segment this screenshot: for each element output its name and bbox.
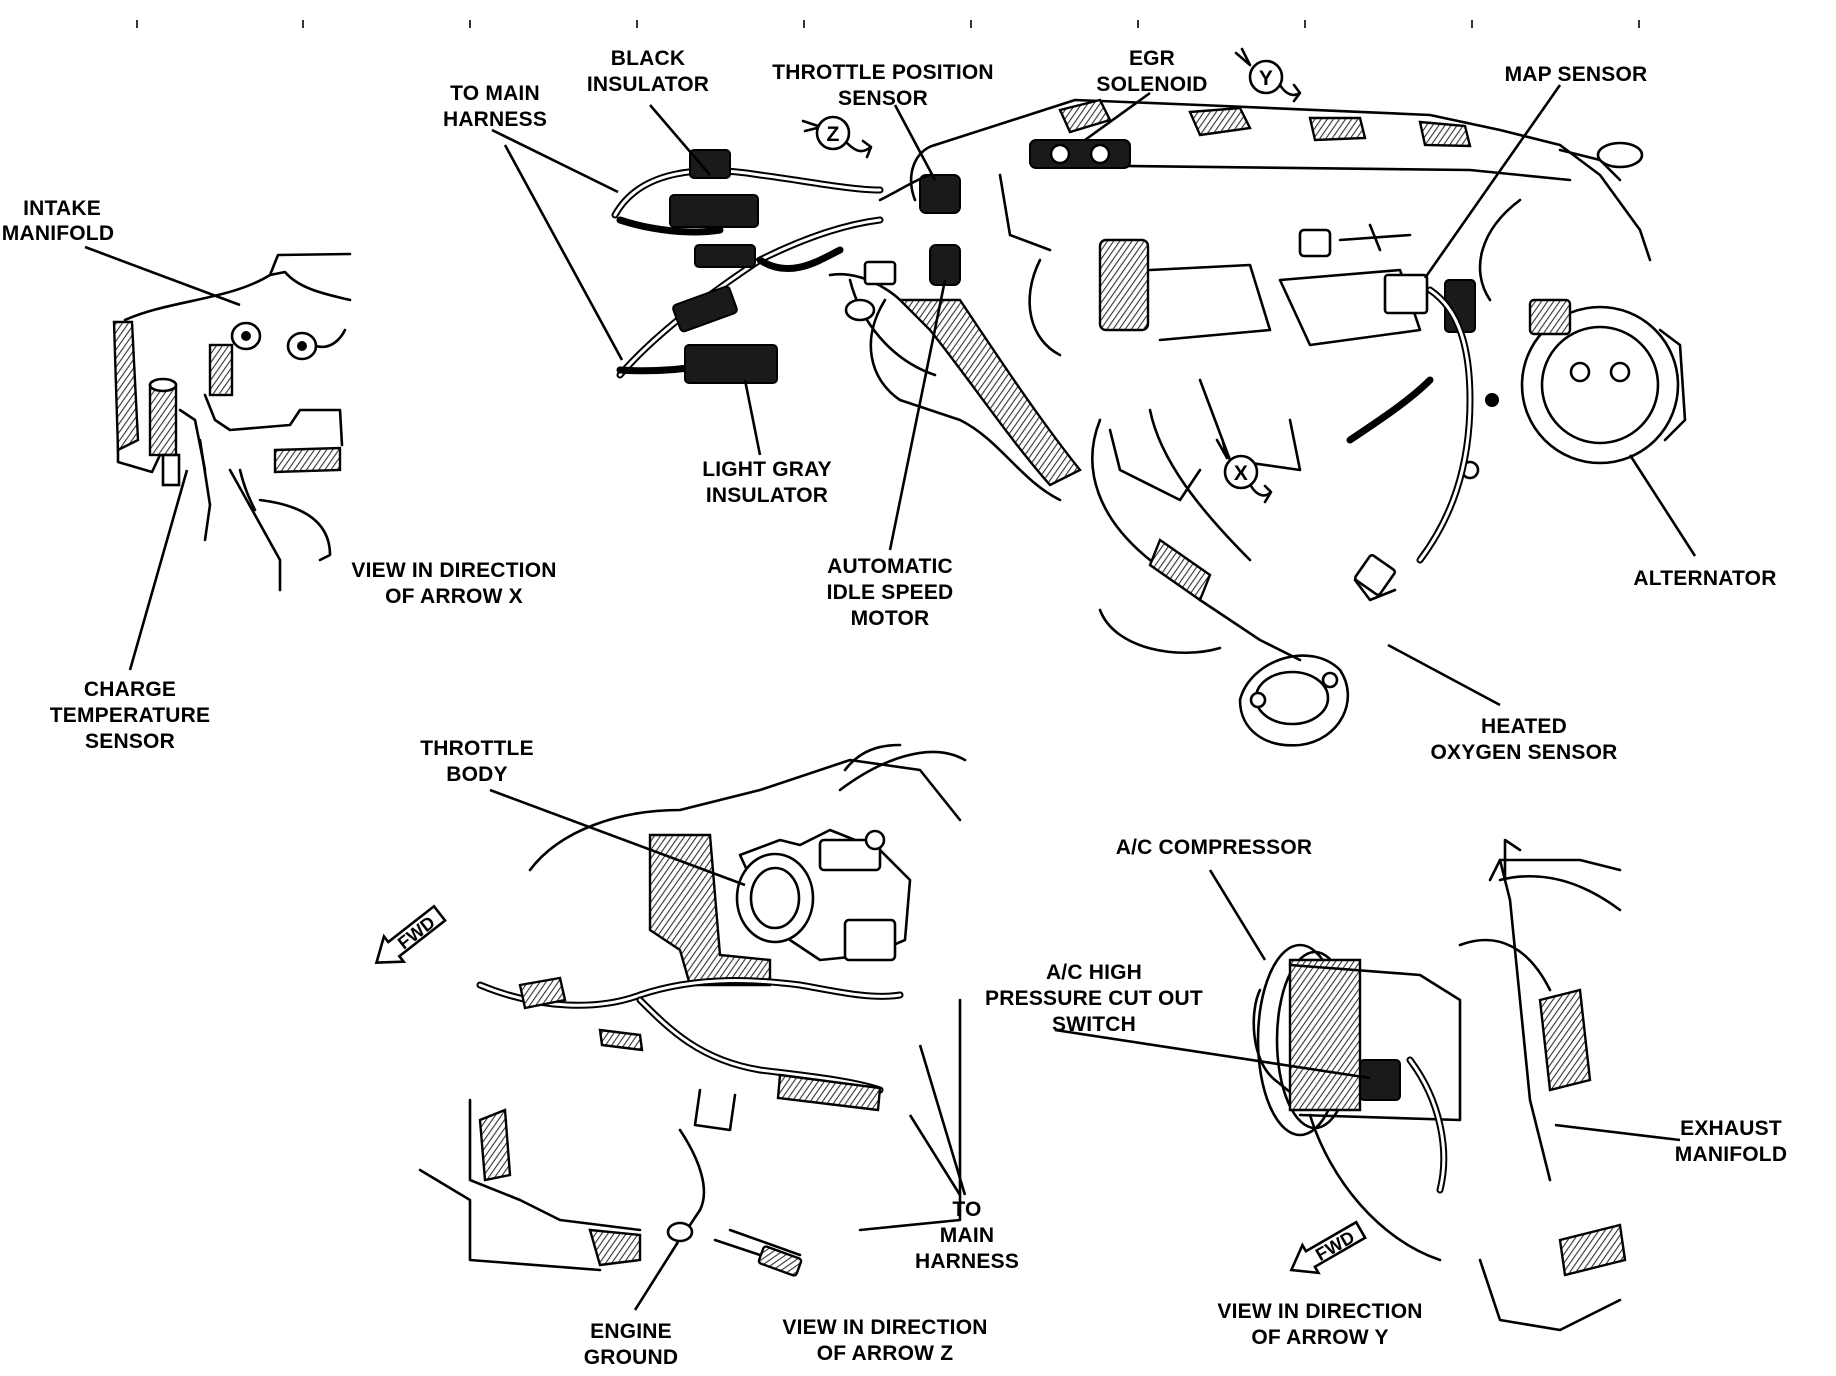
label-alternator: ALTERNATOR (1633, 567, 1776, 590)
svg-text:INSULATOR: INSULATOR (706, 484, 828, 507)
svg-text:HARNESS: HARNESS (443, 108, 547, 131)
svg-text:VIEW IN DIRECTION: VIEW IN DIRECTION (782, 1316, 987, 1339)
leader-heated-oxygen-sensor (1387, 643, 1501, 707)
label-ac-high-pressure-switch: A/C HIGH PRESSURE CUT OUT SWITCH (985, 961, 1203, 1036)
svg-text:IDLE SPEED: IDLE SPEED (827, 581, 954, 604)
svg-text:BLACK: BLACK (611, 47, 686, 70)
svg-text:LIGHT GRAY: LIGHT GRAY (702, 458, 832, 481)
label-engine-ground: ENGINE GROUND (584, 1320, 679, 1369)
leader-idle-speed-motor (888, 279, 947, 551)
leader-intake-manifold (84, 245, 241, 307)
svg-text:EGR: EGR (1129, 47, 1175, 70)
svg-text:MANIFOLD: MANIFOLD (1675, 1143, 1787, 1166)
label-throttle-body: THROTTLE BODY (420, 737, 534, 786)
label-throttle-position-sensor: THROTTLE POSITION SENSOR (772, 61, 994, 110)
label-view-z: VIEW IN DIRECTION OF ARROW Z (782, 1316, 987, 1365)
svg-text:GROUND: GROUND (584, 1346, 679, 1369)
svg-text:ENGINE: ENGINE (590, 1320, 672, 1343)
svg-text:VIEW IN DIRECTION: VIEW IN DIRECTION (351, 559, 556, 582)
svg-text:MOTOR: MOTOR (851, 607, 930, 630)
svg-text:HEATED: HEATED (1481, 715, 1567, 738)
leader-map-sensor (1423, 84, 1562, 279)
arrow-marker-x: X (1215, 438, 1273, 504)
arrow-marker-z: Z (801, 115, 873, 159)
label-automatic-idle-speed-motor: AUTOMATIC IDLE SPEED MOTOR (827, 555, 954, 630)
leader-engine-ground (633, 1241, 680, 1311)
svg-text:OF ARROW X: OF ARROW X (385, 585, 523, 608)
leader-alternator (1628, 454, 1697, 557)
svg-text:INTAKE: INTAKE (23, 197, 101, 220)
svg-text:TO MAIN: TO MAIN (450, 82, 540, 105)
leader-lines (84, 84, 1697, 1311)
label-light-gray-insulator: LIGHT GRAY INSULATOR (702, 458, 832, 507)
svg-text:MAIN: MAIN (940, 1224, 994, 1247)
view-x-illustration (112, 252, 352, 592)
svg-text:THROTTLE: THROTTLE (420, 737, 534, 760)
label-to-main-harness-bottom: TO MAIN HARNESS (915, 1198, 1019, 1273)
svg-text:CHARGE: CHARGE (84, 678, 176, 701)
svg-text:MAP SENSOR: MAP SENSOR (1505, 63, 1648, 86)
fwd-label-y: FWD (1312, 1227, 1358, 1265)
leader-black-insulator (649, 104, 711, 176)
leader-exhaust-manifold (1554, 1123, 1681, 1142)
leader-charge-temp-sensor (128, 469, 189, 671)
svg-text:MANIFOLD: MANIFOLD (2, 222, 114, 245)
fwd-marker-z: FWD (374, 904, 447, 964)
svg-text:OXYGEN SENSOR: OXYGEN SENSOR (1431, 741, 1618, 764)
svg-text:SENSOR: SENSOR (838, 87, 928, 110)
svg-text:A/C HIGH: A/C HIGH (1046, 961, 1142, 984)
leader-to-main-harness-top-a (491, 128, 619, 194)
leader-throttle-body (489, 788, 746, 887)
svg-text:PRESSURE CUT OUT: PRESSURE CUT OUT (985, 987, 1203, 1010)
leader-ac-high-pressure-switch (1054, 1028, 1371, 1080)
leader-to-main-harness-bottom-a (908, 1114, 962, 1196)
arrow-y-label: Y (1259, 67, 1273, 90)
svg-text:SENSOR: SENSOR (85, 730, 175, 753)
svg-text:INSULATOR: INSULATOR (587, 73, 709, 96)
svg-text:AUTOMATIC: AUTOMATIC (827, 555, 953, 578)
svg-text:THROTTLE POSITION: THROTTLE POSITION (772, 61, 994, 84)
leader-to-main-harness-top-b (503, 144, 624, 361)
label-charge-temp-sensor: CHARGE TEMPERATURE SENSOR (50, 678, 210, 753)
leader-egr-solenoid (1084, 91, 1151, 142)
label-ac-compressor: A/C COMPRESSOR (1116, 836, 1313, 859)
svg-text:A/C COMPRESSOR: A/C COMPRESSOR (1116, 836, 1313, 859)
svg-text:ALTERNATOR: ALTERNATOR (1633, 567, 1776, 590)
svg-text:OF ARROW Y: OF ARROW Y (1251, 1326, 1388, 1349)
label-egr-solenoid: EGR SOLENOID (1096, 47, 1207, 96)
fwd-marker-y: FWD (1289, 1220, 1367, 1275)
svg-text:TO: TO (952, 1198, 981, 1221)
connector-harness-illustration (611, 139, 1131, 384)
arrow-marker-y: Y (1234, 47, 1302, 103)
label-to-main-harness-top: TO MAIN HARNESS (443, 82, 547, 131)
svg-text:OF ARROW Z: OF ARROW Z (817, 1342, 954, 1365)
label-intake-manifold: INTAKE MANIFOLD (2, 197, 114, 245)
leader-to-main-harness-bottom-b (918, 1044, 967, 1196)
arrow-x-label: X (1234, 462, 1248, 485)
svg-text:VIEW IN DIRECTION: VIEW IN DIRECTION (1217, 1300, 1422, 1323)
view-z-illustration (418, 743, 967, 1277)
page-tick-marks (136, 20, 1640, 28)
leader-ac-compressor (1208, 869, 1267, 961)
svg-text:BODY: BODY (446, 763, 507, 786)
svg-text:HARNESS: HARNESS (915, 1250, 1019, 1273)
label-view-x: VIEW IN DIRECTION OF ARROW X (351, 559, 556, 608)
svg-text:SWITCH: SWITCH (1052, 1013, 1136, 1036)
svg-text:SOLENOID: SOLENOID (1096, 73, 1207, 96)
arrow-z-label: Z (826, 123, 839, 146)
leader-throttle-position-sensor (893, 104, 937, 181)
leader-light-gray-insulator (743, 379, 762, 456)
label-black-insulator: BLACK INSULATOR (587, 47, 709, 96)
label-map-sensor: MAP SENSOR (1505, 63, 1648, 86)
svg-text:TEMPERATURE: TEMPERATURE (50, 704, 210, 727)
label-heated-oxygen-sensor: HEATED OXYGEN SENSOR (1431, 715, 1618, 764)
label-exhaust-manifold: EXHAUST MANIFOLD (1675, 1117, 1787, 1166)
main-engine-illustration (844, 98, 1687, 747)
svg-text:EXHAUST: EXHAUST (1680, 1117, 1782, 1140)
label-view-y: VIEW IN DIRECTION OF ARROW Y (1217, 1300, 1422, 1349)
